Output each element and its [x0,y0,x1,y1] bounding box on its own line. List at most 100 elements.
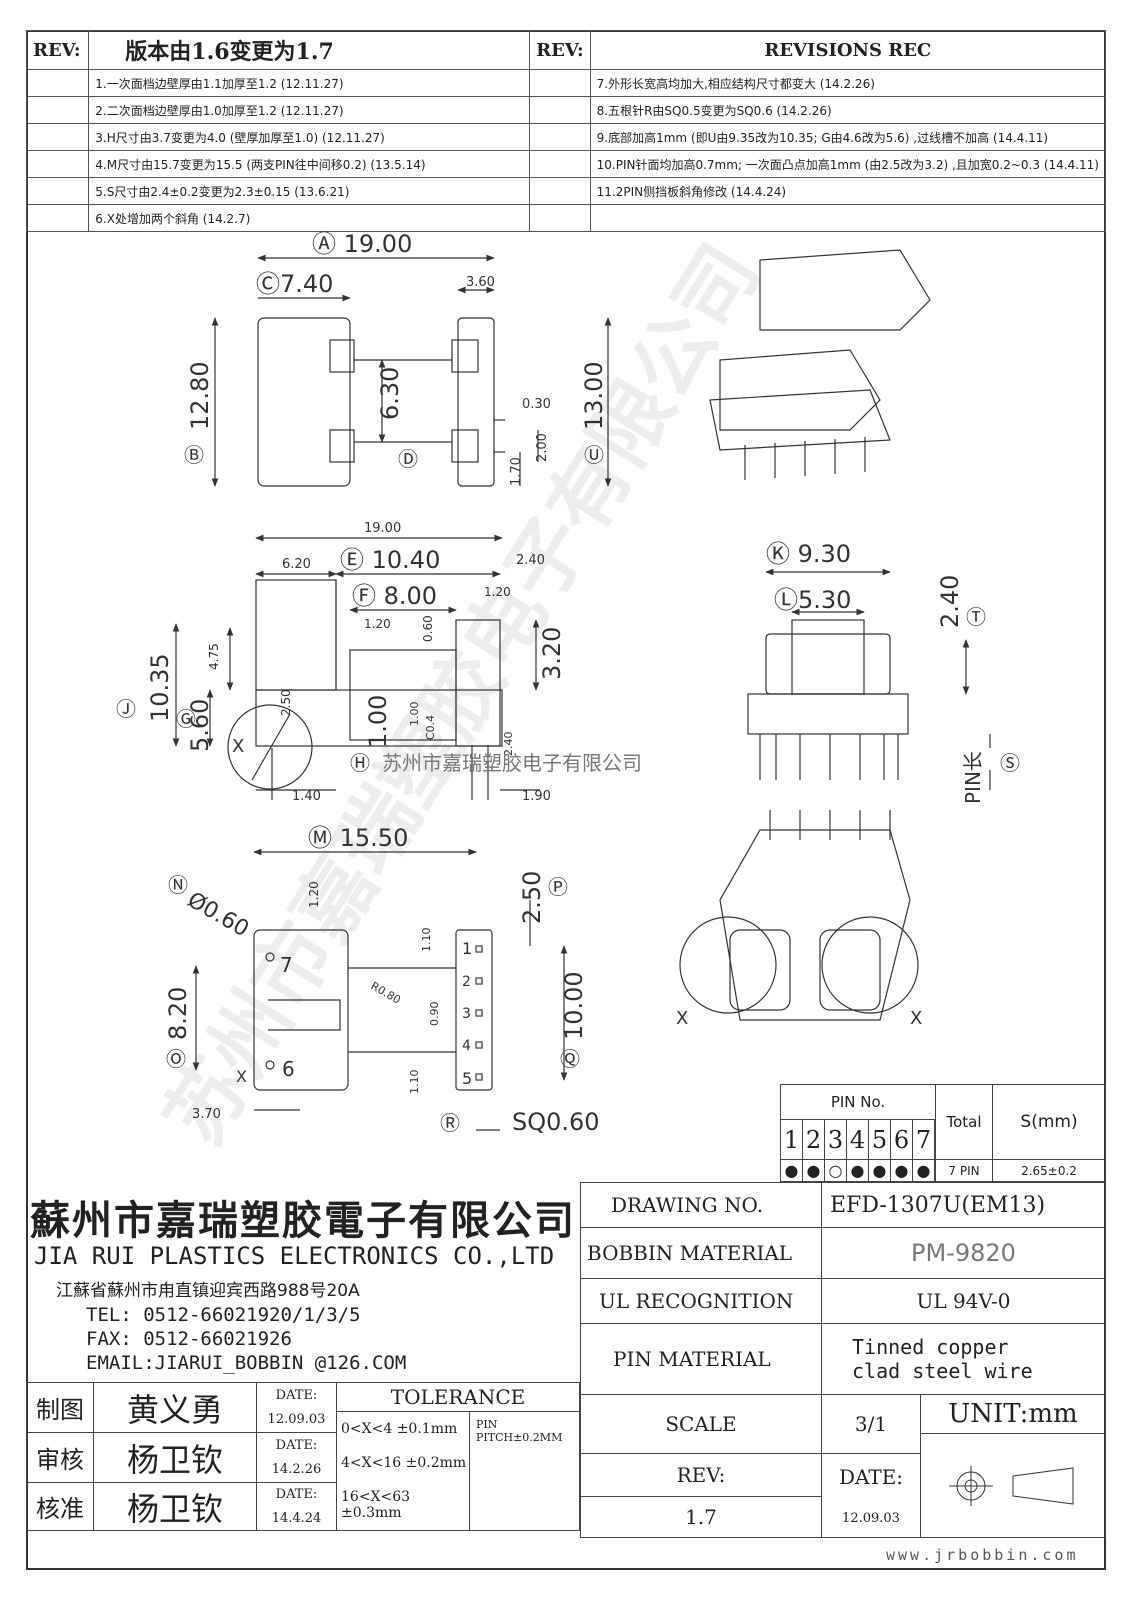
pin-total-value: 7 PIN [935,1159,993,1182]
rev-item: 11.2PIN侧挡板斜角修改 (14.4.24) [589,177,1107,205]
technical-drawing: 苏州市嘉瑞塑胶电子有限公司 [116,229,1020,1160]
dim-170: 1.70 [509,457,524,486]
pin-number: 6 [890,1119,913,1160]
dim-g-tag: Ⓖ [176,707,196,731]
pin-pitch: PIN PITCH±0.2MM [469,1411,580,1531]
bottom-view [192,848,568,1131]
pin-length-label: PIN长 [961,751,985,804]
ul-recognition-value: UL 94V-0 [821,1278,1106,1324]
title-block: 蘇州市嘉瑞塑胶電子有限公司 JIA RUI PLASTICS ELECTRONI… [26,1182,1106,1570]
pin-number: 3 [824,1119,847,1160]
pin-mark: ● [868,1159,891,1182]
dim-t-tag: Ⓣ [966,605,986,629]
side-watermark-line: 苏州市嘉瑞塑胶电子有限公司 [382,751,642,775]
company-name-en: JIA RUI PLASTICS ELECTRONICS CO.,LTD [34,1242,555,1270]
signoff-date: 14.2.26 [271,1462,322,1478]
dim-g: 5.60 [186,699,214,752]
pin-s-value: 2.65±0.2 [992,1159,1106,1182]
pin-mark: ● [912,1159,935,1182]
dim-k: Ⓚ 9.30 [766,540,851,568]
rev-label-right: REV: [529,30,591,70]
dim-620: 6.20 [282,557,311,572]
tolerance-title: TOLERANCE [336,1382,580,1412]
pin-5-label: 5 [462,1069,472,1088]
revision-table: REV: 版本由1.6变更为1.7 REV: REVISIONS REC 1.一… [25,30,1107,232]
pin-number: 5 [868,1119,891,1160]
dim-q: 10.00 [560,971,588,1040]
dim-475: 4.75 [207,643,221,670]
dim-h-tag: Ⓗ [350,751,370,775]
tolerance-list: 0<X<4 ±0.1mm 4<X<16 ±0.2mm 16<X<63 ±0.3m… [336,1411,470,1531]
signoff-name: 杨卫钦 [93,1482,257,1531]
signoff-date-label: DATE: [275,1437,318,1453]
unit-label: UNIT:mm [920,1394,1106,1434]
dim-s-tag: Ⓢ [1000,751,1020,775]
signoff-date-label: DATE: [275,1487,318,1503]
pin-number: 2 [802,1119,825,1160]
side-label-x: X [232,736,244,757]
dim-a: Ⓐ 19.00 [312,230,412,258]
rev-item: 8.五根针R由SQ0.5变更为SQ0.6 (14.2.26) [589,96,1107,124]
pin-total-label: Total [935,1084,993,1160]
signoff-date-cell: DATE: 14.2.26 [256,1432,337,1483]
rev-title-right: REVISIONS REC [589,30,1107,70]
company-email: EMAIL:JIARUI_BOBBIN @126.COM [86,1352,407,1374]
dim-250: 2.50 [279,689,293,716]
rev-item [589,204,1107,232]
pin-7-label: 7 [280,953,293,977]
rev-item: 5.S尺寸由2.4±0.2变更为2.3±0.15 (13.6.21) [88,177,531,205]
signoff-date-cell: DATE: 12.09.03 [256,1382,337,1433]
dim-f: Ⓕ 8.00 [352,582,437,610]
dim-phi: Ø0.60 [183,888,253,943]
iso-label-x2: X [910,1008,922,1029]
dim-r080: R0.80 [369,979,403,1006]
signoff-date-cell: DATE: 14.4.24 [256,1482,337,1531]
dim-100a: 1.00 [364,695,392,748]
dim-090: 0.90 [428,1002,441,1027]
pin-mark: ● [780,1159,803,1182]
signoff-date-label: DATE: [275,1387,318,1403]
footer-url: www.jrbobbin.com [886,1546,1079,1564]
ul-recognition-label: UL RECOGNITION [580,1278,822,1324]
pin-6-label: 6 [282,1057,295,1081]
pin-mark: ● [802,1159,825,1182]
scale-value: 3/1 [821,1394,921,1454]
pin-s-label: S(mm) [992,1084,1106,1160]
dim-190: 1.90 [522,789,551,804]
pin-1-label: 1 [462,939,472,958]
company-fax: FAX: 0512-66021926 [86,1328,292,1350]
pin-4-label: 4 [462,1038,471,1054]
date-value: 12.09.03 [842,1511,900,1526]
signoff-date: 12.09.03 [267,1412,326,1428]
pin-table-header: PIN No. [780,1084,936,1120]
dim-c04: C0.4 [424,715,437,740]
company-address: 江蘇省蘇州市甪直镇迎宾西路988号20A [56,1281,360,1301]
dim-120: 1.20 [307,881,321,908]
pin-3-label: 3 [462,1006,471,1022]
company-name-cn: 蘇州市嘉瑞塑胶電子有限公司 [30,1197,576,1244]
dim-b: 12.80 [186,361,214,430]
dim-320: 3.20 [538,627,566,680]
dim-e: Ⓔ 10.40 [340,546,440,574]
dim-c: Ⓒ7.40 [256,270,333,298]
signoff-name: 黄义勇 [93,1382,257,1433]
signoff-role: 审核 [26,1432,94,1483]
rev-label: REV: [580,1453,822,1497]
pin-table: PIN No. Total S(mm) 1●2●3○4●5●6●7● 7 PIN… [780,1084,1106,1182]
dim-j-tag: Ⓙ [116,697,136,721]
dim-p-tag: Ⓟ [548,875,568,899]
pin-2-label: 2 [462,974,471,990]
signoff-role: 制图 [26,1382,94,1433]
dim-d-tag: Ⓓ [398,447,418,471]
dim-110a: 1.10 [420,928,433,953]
dim-b-tag: Ⓑ [184,443,204,467]
pin-material-value: Tinned copper clad steel wire [821,1323,1106,1395]
dim-240: 2.40 [516,553,545,568]
date-label: DATE: [838,1465,904,1489]
iso-label-x1: X [676,1008,688,1029]
dim-u: 13.00 [580,361,608,430]
rev-value: 1.7 [580,1496,822,1538]
dim-l: Ⓛ5.30 [774,586,851,614]
signoff-date: 14.4.24 [271,1510,322,1526]
tolerance-3: 16<X<63 ±0.3mm [341,1489,411,1521]
